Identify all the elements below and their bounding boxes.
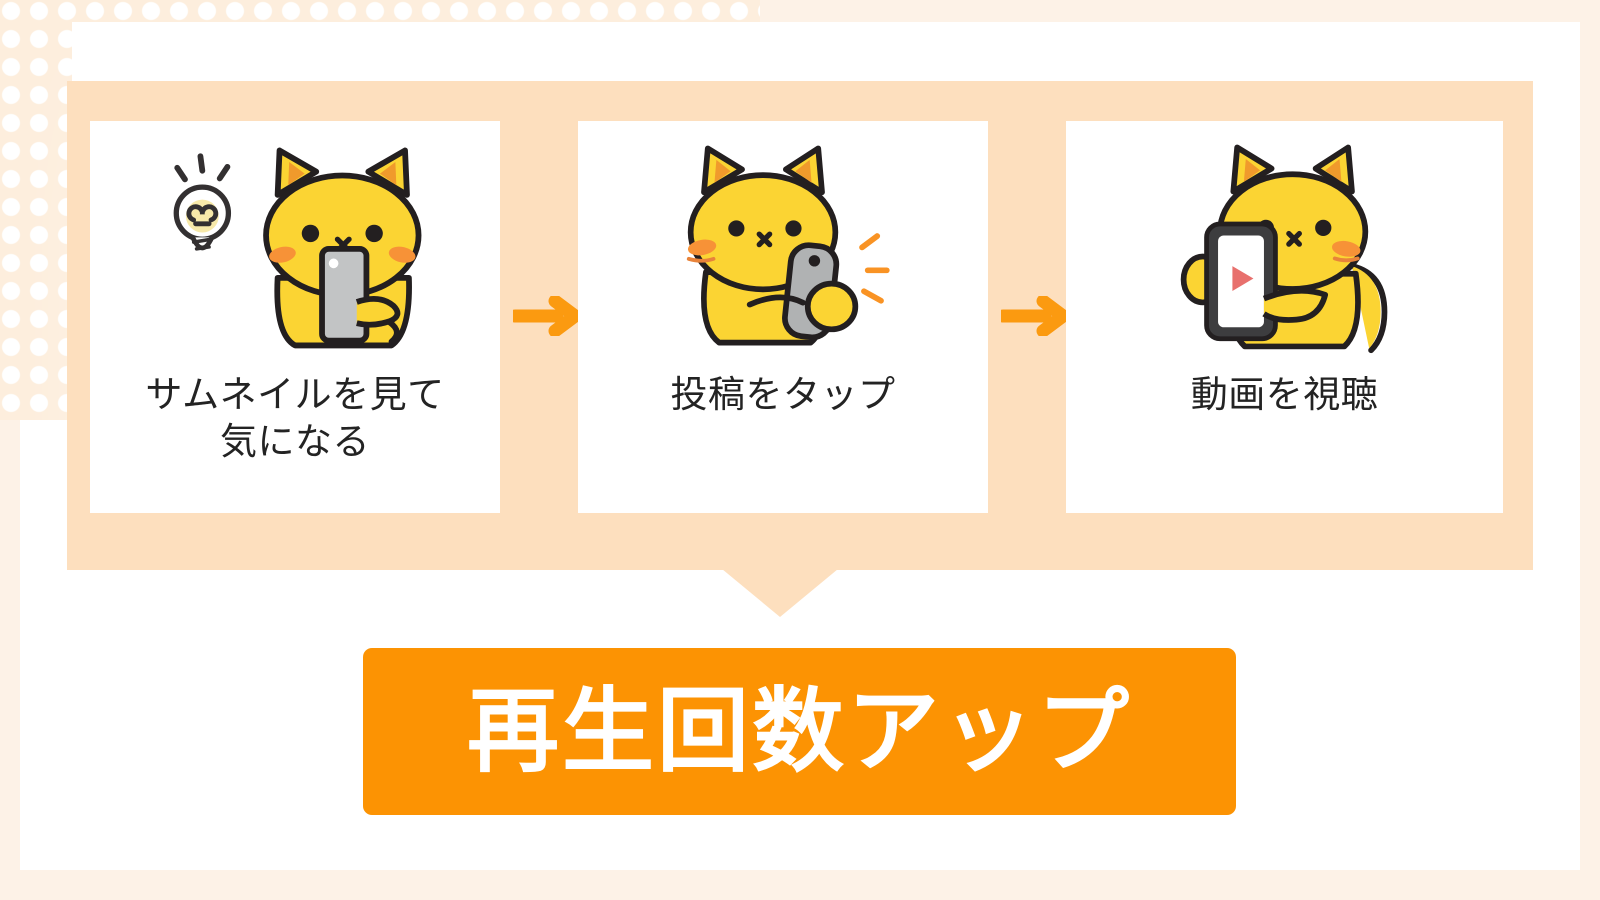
cat-with-lightbulb-illustration [90,121,500,371]
steps-panel: サムネイルを見て 気になる [67,81,1533,570]
play-button-icon [1231,266,1253,291]
arrow-down-triangle-icon [722,569,838,617]
cat-character [263,147,422,349]
cat-watching-video-illustration [1066,121,1503,371]
arrow-right-icon-1 [508,294,582,338]
lightbulb-icon [173,153,232,251]
step-card-3-label: 動画を視聴 [1190,374,1379,415]
step-card-1: サムネイルを見て 気になる [90,121,500,513]
step-card-3: 動画を視聴 [1066,121,1503,513]
arrow-right-icon-2 [996,294,1070,338]
cat-character [1180,144,1387,354]
step-card-2-label: 投稿をタップ [670,374,896,415]
cat-character [686,145,890,346]
result-banner-label: 再生回数アップ [466,680,1132,783]
result-banner: 再生回数アップ [363,648,1236,815]
step-card-1-label: サムネイルを見て 気になる [145,374,445,463]
tap-effect-icon [859,232,890,304]
cat-tapping-phone-illustration [578,121,988,371]
step-card-2: 投稿をタップ [578,121,988,513]
